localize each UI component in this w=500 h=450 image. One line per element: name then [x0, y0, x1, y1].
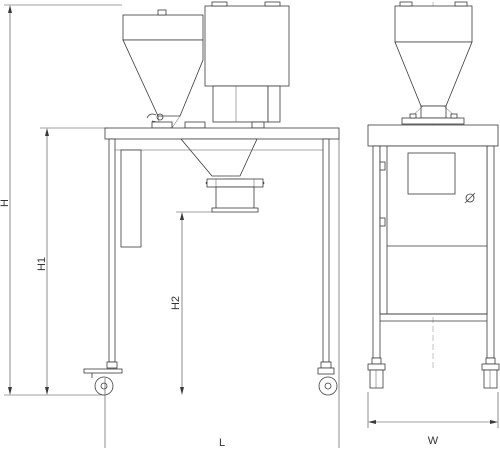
dimension-h2-label: H2 [170, 296, 182, 310]
dimension-h: H [0, 4, 122, 396]
dimension-h2: H2 [170, 211, 213, 395]
flange-left [151, 121, 173, 129]
motor-cabinet [204, 1, 290, 123]
front-view: H H1 H2 L [0, 1, 340, 449]
dimension-w: W [367, 392, 499, 447]
caster-right-front [317, 361, 338, 396]
side-view: W [367, 1, 500, 447]
caster-left-side [367, 357, 386, 389]
dimension-l-label: L [219, 437, 225, 449]
ground-symbol-icon [464, 192, 476, 204]
table-top [104, 127, 340, 140]
dimension-h1: H1 [36, 127, 108, 395]
discharge-chute [180, 138, 265, 213]
caster-right-side [481, 357, 500, 389]
side-hopper [394, 1, 473, 125]
hopper [122, 9, 204, 129]
caster-left-front [83, 361, 123, 396]
flange-right [251, 121, 265, 129]
dimension-l: L [104, 139, 340, 449]
dimension-h-label: H [0, 199, 11, 207]
inspection-window [407, 152, 456, 195]
flange-center [184, 121, 206, 129]
dimension-h1-label: H1 [36, 257, 48, 271]
dimension-w-label: W [428, 435, 439, 447]
